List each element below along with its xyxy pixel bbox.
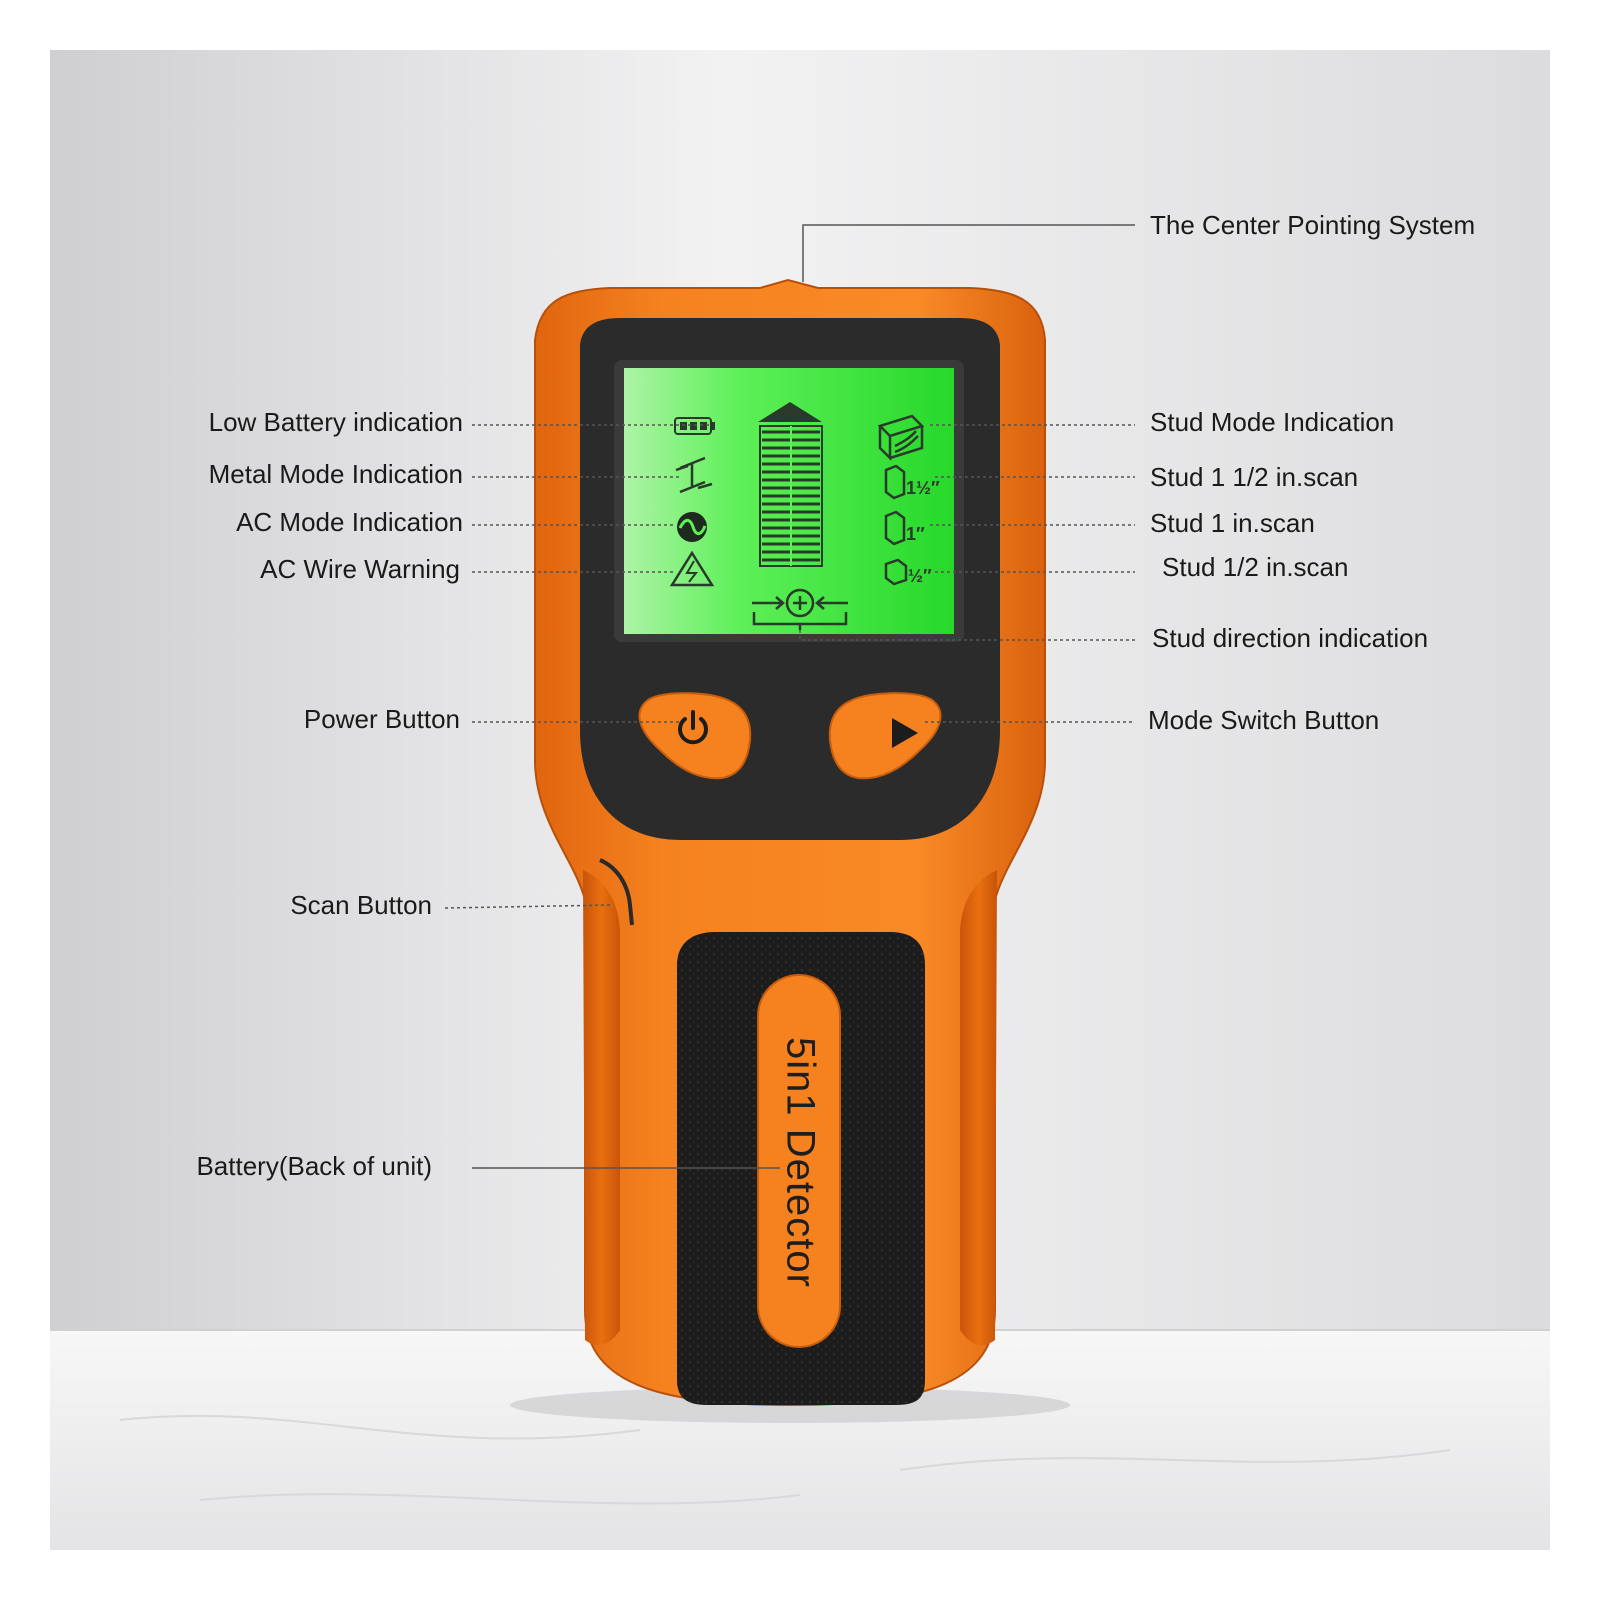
callout-lines (444, 224, 1135, 1169)
warning-triangle-icon (669, 550, 715, 587)
wood-block-icon (877, 414, 925, 462)
stud-0-5-mark: ½″ (908, 566, 932, 586)
play-icon (892, 718, 918, 748)
center-pointing-line (802, 224, 1135, 282)
label-stud-mode: Stud Mode Indication (1150, 407, 1395, 437)
label-stud-1: Stud 1 in.scan (1150, 508, 1315, 538)
marble-veins (119, 1414, 1451, 1505)
scan-button-line (444, 904, 613, 909)
label-stud-direction: Stud direction indication (1152, 623, 1429, 653)
label-mode-switch: Mode Switch Button (1148, 705, 1380, 735)
battery-icon (674, 417, 715, 435)
battery-cover (757, 974, 841, 1348)
label-center-pointing: The Center Pointing System (1150, 210, 1476, 240)
stud-icon: ½″ (884, 558, 932, 586)
label-stud-0-5: Stud 1/2 in.scan (1162, 552, 1349, 582)
crosshair-icon (752, 588, 848, 630)
brand-label: 5in1 Detector (778, 1037, 823, 1288)
label-ac-wire: AC Wire Warning (260, 554, 460, 584)
label-metal-mode: Metal Mode Indication (208, 459, 463, 489)
stud-icon: 1″ (884, 510, 925, 546)
left-grip (583, 870, 620, 1346)
stud-icon: 1½″ (884, 464, 940, 500)
scan-button[interactable] (599, 858, 634, 926)
label-power-button: Power Button (303, 704, 460, 734)
i-beam-icon (675, 456, 713, 494)
label-ac-mode: AC Mode Indication (236, 507, 463, 537)
label-battery: Battery(Back of unit) (196, 1151, 432, 1181)
label-scan-button: Scan Button (290, 890, 432, 920)
label-stud-1-5: Stud 1 1/2 in.scan (1150, 462, 1359, 492)
right-grip (960, 870, 997, 1346)
mode-switch-button[interactable] (828, 692, 942, 780)
signal-bar-meter (758, 402, 823, 567)
label-low-battery: Low Battery indication (208, 407, 463, 437)
power-button[interactable] (638, 692, 752, 780)
ac-wave-icon (677, 512, 707, 542)
stud-finder-device: 1½″ 1″ ½″ (534, 278, 1046, 1407)
power-icon (678, 710, 708, 745)
meter-arrow-icon (758, 402, 822, 422)
stud-1-mark: 1″ (906, 524, 925, 544)
stud-1-5-mark: 1½″ (906, 478, 940, 498)
